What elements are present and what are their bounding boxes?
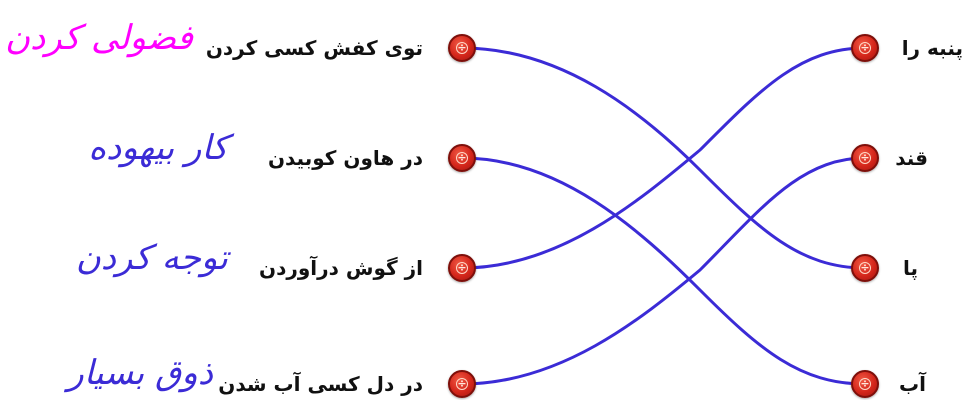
right-item-3: پا	[902, 256, 918, 280]
connection-line-2	[460, 156, 867, 386]
handwritten-answer-3: توجه کردن	[75, 238, 228, 278]
connection-line-3	[460, 46, 867, 270]
left-connector-dot[interactable]: ÷	[448, 144, 476, 172]
left-connector-dot[interactable]: ÷	[448, 254, 476, 282]
left-connector-dot[interactable]: ÷	[448, 34, 476, 62]
right-connector-dot[interactable]: ÷	[851, 144, 879, 172]
connection-line-1	[460, 46, 867, 270]
right-item-1: پنبه را	[901, 36, 963, 60]
left-connector-dot[interactable]: ÷	[448, 370, 476, 398]
left-item-2: در هاون کوبیدن	[267, 146, 423, 170]
handwritten-answer-2: کار بیهوده	[88, 128, 228, 168]
handwritten-answer-4: ذوق بسیار	[67, 353, 213, 393]
right-item-4: آب	[899, 372, 926, 396]
left-item-4: در دل کسی آب شدن	[218, 372, 423, 396]
right-connector-dot[interactable]: ÷	[851, 254, 879, 282]
connection-line-4	[460, 156, 867, 386]
right-item-2: قند	[895, 146, 928, 170]
right-connector-dot[interactable]: ÷	[851, 370, 879, 398]
left-item-1: توی کفش کسی کردن	[205, 36, 423, 60]
handwritten-answer-1: فضولی کردن	[5, 18, 193, 58]
right-connector-dot[interactable]: ÷	[851, 34, 879, 62]
left-item-3: از گوش درآوردن	[259, 256, 423, 280]
